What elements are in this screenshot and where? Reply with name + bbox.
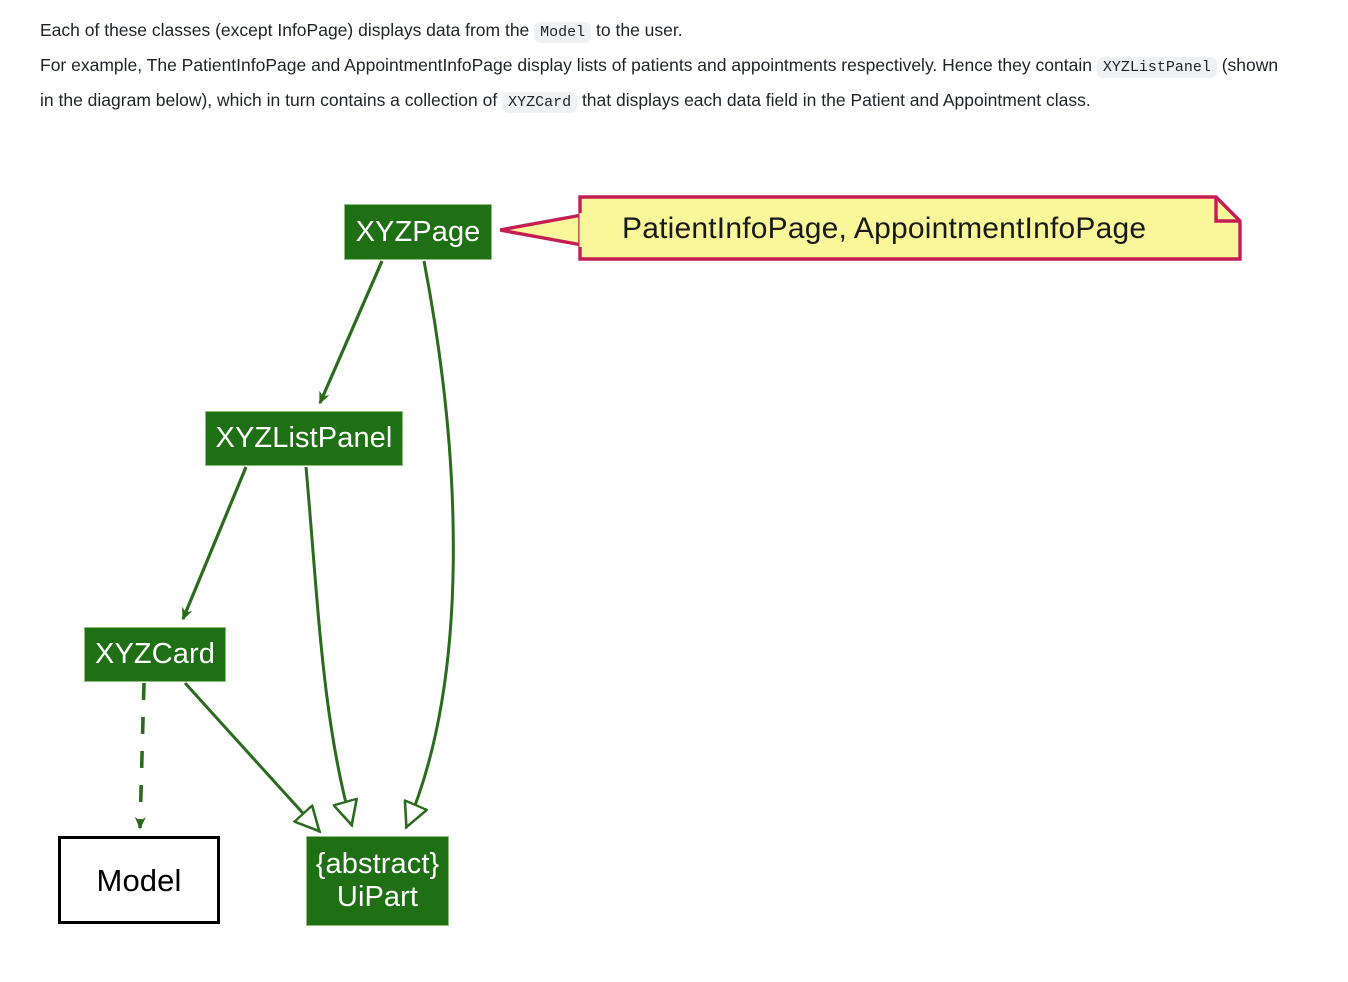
class-node-label: XYZPage [355, 215, 481, 248]
uml-class-diagram: XYZPage XYZListPanel XYZCard Model {abst… [0, 160, 1348, 982]
code-xyzlistpanel: XYZListPanel [1096, 57, 1217, 78]
class-node-xyzcard[interactable]: XYZCard [84, 627, 226, 682]
class-node-xyzpage[interactable]: XYZPage [344, 204, 492, 260]
note-body [578, 195, 1242, 261]
diagram-edges [134, 260, 455, 982]
prose-text: Each of these classes (except InfoPage) … [40, 20, 535, 40]
edge-xyzlistpanel-to-uipart [304, 466, 352, 826]
note-shape [499, 195, 1242, 261]
prose-text: (shown in the diagram below), which in t… [40, 55, 1279, 110]
edge-xyzcard-to-uipart [183, 681, 320, 832]
code-model: Model [534, 22, 592, 43]
class-node-label: XYZCard [95, 638, 215, 670]
code-xyzcard: XYZCard [502, 92, 578, 113]
prose-text: to the user. [591, 20, 683, 40]
edge-xyzcard-to-model [134, 682, 146, 830]
class-node-xyzlistpanel[interactable]: XYZListPanel [205, 411, 403, 466]
class-node-label: Model [96, 862, 182, 898]
class-node-label: XYZListPanel [215, 422, 393, 454]
class-node-model[interactable]: Model [58, 836, 220, 924]
edge-xyzpage-to-xyzlistpanel [318, 260, 384, 405]
edge-xyzlistpanel-to-xyzcard [181, 466, 248, 621]
prose-line-1: Each of these classes (except InfoPage) … [40, 14, 1280, 49]
prose-line-2: For example, The PatientInfoPage and App… [40, 49, 1280, 119]
class-node-uipart[interactable]: {abstract} UiPart [306, 836, 449, 926]
prose-text: that displays each data field in the Pat… [577, 90, 1091, 110]
note-callout[interactable]: PatientInfoPage, AppointmentInfoPage [499, 187, 1248, 267]
class-node-label: {abstract} UiPart [315, 848, 440, 913]
prose-text: For example, The PatientInfoPage and App… [40, 55, 1097, 75]
edge-xyzpage-to-uipart [406, 260, 455, 828]
intro-paragraphs: Each of these classes (except InfoPage) … [40, 14, 1280, 119]
note-fold-corner-icon [1214, 197, 1240, 223]
